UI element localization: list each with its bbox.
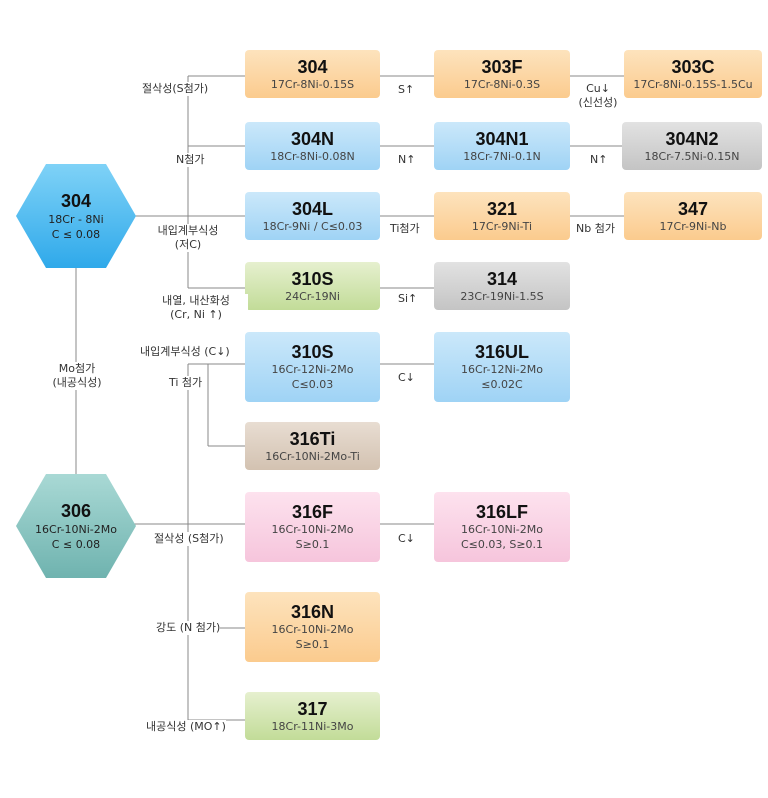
label-igc-line2: (저C): [174, 238, 202, 251]
grade-composition: 24Cr-19Ni: [285, 289, 340, 303]
label-heat-line2: (Cr, Ni ↑): [170, 308, 222, 321]
grade-box-304n1: 304N1 18Cr-7Ni-0.1N: [434, 122, 570, 170]
grade-title: 303C: [671, 56, 715, 77]
label-cut-sulfur-2: 절삭성 (S첨가): [154, 532, 224, 546]
mo-addition-label: Mo첨가 (내공식성): [48, 362, 106, 390]
hex-306-title: 306: [60, 501, 92, 521]
label-strength-n: 강도 (N 첨가): [156, 621, 221, 635]
grade-title: 304N: [290, 128, 335, 149]
label-c-down-2: C↓: [398, 532, 415, 546]
hex-306-composition: 16Cr-10Ni-2Mo: [35, 523, 117, 536]
grade-title: 321: [486, 198, 518, 219]
label-pitting-mo: 내공식성 (MO↑): [146, 720, 226, 734]
label-igc-c-down: 내입계부식성 (C↓): [140, 345, 230, 359]
grade-title: 310S: [291, 342, 334, 362]
grade-title: 317: [297, 698, 328, 719]
hex-304-carbon: C ≤ 0.08: [51, 228, 101, 241]
grade-box-316ul: 316UL 16Cr-12Ni-2Mo ≤0.02C: [434, 332, 570, 402]
grade-composition: 16Cr-10Ni-2Mo: [271, 523, 354, 536]
grade-composition: 17Cr-9Ni-Nb: [659, 219, 727, 233]
grade-box-310s-mo: 310S 16Cr-12Ni-2Mo C≤0.03: [245, 332, 380, 402]
grade-box-317: 317 18Cr-11Ni-3Mo: [245, 692, 380, 740]
grade-box-310s: 310S 24Cr-19Ni: [245, 262, 380, 310]
mo-label-line1: Mo첨가: [58, 362, 96, 375]
grade-box-303f: 303F 17Cr-8Ni-0.3S: [434, 50, 570, 98]
label-ti-add-2: Ti 첨가: [169, 376, 203, 390]
grade-composition: 16Cr-10Ni-2Mo: [271, 623, 354, 636]
grade-sulfur: S≥0.1: [295, 638, 330, 651]
grade-carbon: ≤0.02C: [481, 378, 523, 391]
label-cu-line2: (신선성): [578, 96, 618, 109]
grade-title: 314: [486, 268, 518, 289]
label-heat-resist: 내열, 내산화성 (Cr, Ni ↑): [144, 294, 248, 322]
grade-composition: 18Cr-7.5Ni-0.15N: [644, 149, 740, 163]
grade-box-314: 314 23Cr-19Ni-1.5S: [434, 262, 570, 310]
grade-composition: 23Cr-19Ni-1.5S: [460, 289, 544, 303]
grade-box-304n: 304N 18Cr-8Ni-0.08N: [245, 122, 380, 170]
grade-title: 316LF: [475, 502, 529, 522]
grade-composition: 16Cr-10Ni-2Mo: [461, 523, 543, 536]
label-igc-line1: 내입계부식성: [157, 224, 219, 237]
grade-title: 304: [297, 56, 328, 77]
grade-title: 304L: [291, 198, 334, 219]
grade-title: 316Ti: [289, 428, 336, 449]
grade-box-316f: 316F 16Cr-10Ni-2Mo S≥0.1: [245, 492, 380, 562]
grade-composition: 17Cr-8Ni-0.15S: [270, 77, 355, 91]
label-nb-add: Nb 첨가: [576, 222, 615, 236]
label-cu-down: Cu↓ (신선성): [578, 82, 618, 110]
hex-306: 306 16Cr-10Ni-2Mo C ≤ 0.08: [16, 474, 136, 578]
hex-304: 304 18Cr - 8Ni C ≤ 0.08: [16, 164, 136, 268]
hex-306-carbon: C ≤ 0.08: [51, 538, 101, 551]
grade-title: 316N: [290, 602, 335, 622]
grade-box-347: 347 17Cr-9Ni-Nb: [624, 192, 762, 240]
grade-sulfur: S≥0.1: [295, 538, 330, 551]
grade-box-316lf: 316LF 16Cr-10Ni-2Mo C≤0.03, S≥0.1: [434, 492, 570, 562]
grade-composition: 18Cr-9Ni / C≤0.03: [262, 219, 363, 233]
grade-composition: 16Cr-12Ni-2Mo: [461, 363, 543, 376]
grade-title: 304N1: [475, 128, 529, 149]
label-n-up-1: N↑: [398, 153, 416, 167]
grade-composition: 16Cr-12Ni-2Mo: [271, 363, 354, 376]
grade-composition: 18Cr-7Ni-0.1N: [463, 149, 541, 163]
grade-box-316n: 316N 16Cr-10Ni-2Mo S≥0.1: [245, 592, 380, 662]
grade-box-303c: 303C 17Cr-8Ni-0.15S-1.5Cu: [624, 50, 762, 98]
grade-composition: 18Cr-8Ni-0.08N: [270, 149, 355, 163]
grade-composition: 17Cr-8Ni-0.3S: [463, 77, 541, 91]
label-ti-add: Ti첨가: [390, 222, 420, 236]
grade-box-304l: 304L 18Cr-9Ni / C≤0.03: [245, 192, 380, 240]
grade-carbon-sulfur: C≤0.03, S≥0.1: [460, 538, 544, 551]
grade-box-304n2: 304N2 18Cr-7.5Ni-0.15N: [622, 122, 762, 170]
grade-composition: 17Cr-8Ni-0.15S-1.5Cu: [633, 77, 753, 91]
label-s-up: S↑: [398, 83, 415, 97]
grade-box-304: 304 17Cr-8Ni-0.15S: [245, 50, 380, 98]
label-cut-sulfur: 절삭성(S첨가): [142, 82, 209, 96]
grade-composition: 18Cr-11Ni-3Mo: [271, 719, 354, 733]
grade-title: 316F: [291, 502, 334, 522]
grade-title: 316UL: [474, 342, 530, 362]
label-n-up-2: N↑: [590, 153, 608, 167]
label-cu-line1: Cu↓: [586, 82, 610, 95]
mo-label-line2: (내공식성): [52, 376, 102, 389]
grade-title: 347: [677, 198, 709, 219]
label-si-up: Si↑: [398, 292, 418, 306]
grade-title: 303F: [481, 56, 523, 77]
grade-carbon: C≤0.03: [291, 378, 334, 391]
grade-title: 304N2: [665, 128, 719, 149]
label-n-add: N첨가: [176, 153, 205, 167]
grade-box-316ti: 316Ti 16Cr-10Ni-2Mo-Ti: [245, 422, 380, 470]
grade-composition: 17Cr-9Ni-Ti: [471, 219, 533, 233]
hex-304-title: 304: [60, 191, 92, 211]
label-heat-line1: 내열, 내산화성: [162, 294, 230, 307]
label-igc-low-c: 내입계부식성 (저C): [140, 224, 236, 252]
grade-title: 310S: [291, 268, 334, 289]
grade-composition: 16Cr-10Ni-2Mo-Ti: [265, 449, 360, 463]
label-c-down-1: C↓: [398, 371, 415, 385]
hex-304-composition: 18Cr - 8Ni: [48, 213, 104, 226]
grade-box-321: 321 17Cr-9Ni-Ti: [434, 192, 570, 240]
